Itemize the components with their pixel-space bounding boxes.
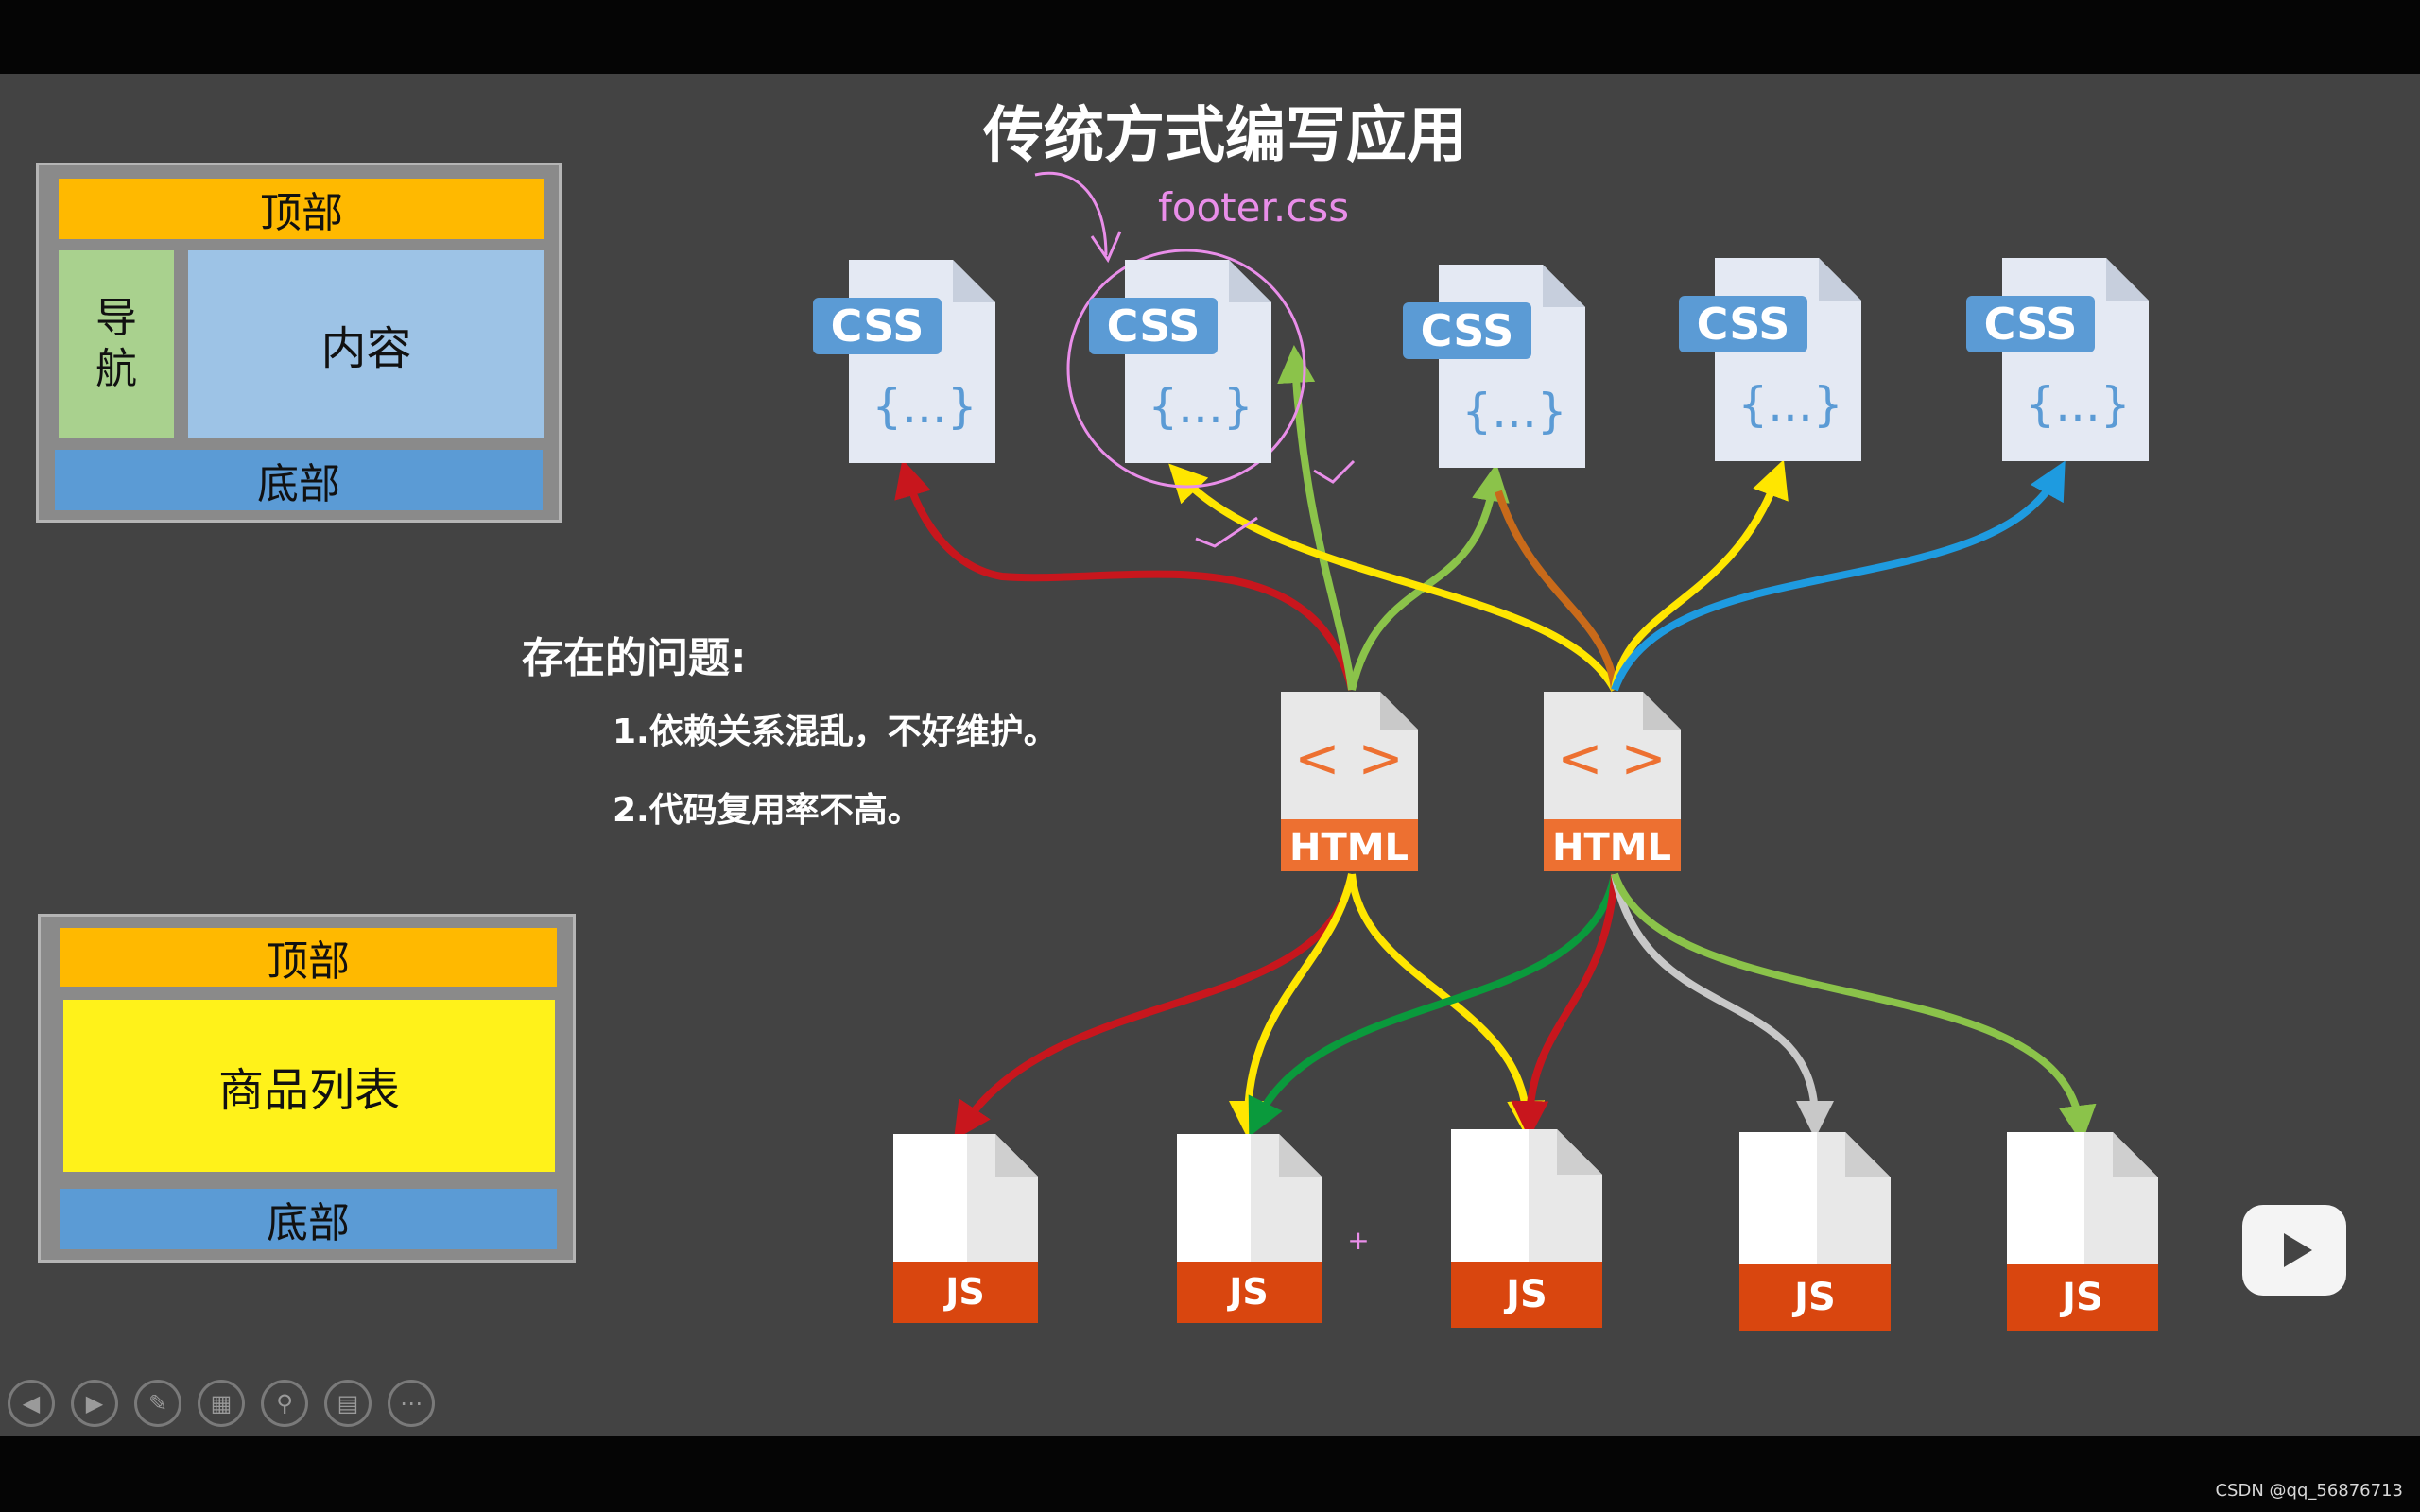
arrow-html1-js3 — [1348, 873, 1546, 1139]
pen-icon[interactable]: ✎ — [134, 1380, 182, 1427]
arrow-html1-js2 — [1229, 873, 1356, 1139]
annotation-tick-1 — [1313, 459, 1356, 484]
arrow-html1-css2 — [1277, 345, 1356, 691]
slides-icon[interactable]: ▦ — [198, 1380, 245, 1427]
css-file-icon-2: CSS {...} — [1089, 260, 1271, 463]
css-file-icon-1: CSS {...} — [813, 260, 995, 463]
arrow-html1-css1 — [894, 458, 1356, 691]
layout-header-block: 顶部 — [59, 179, 544, 239]
arrow-html2-js3 — [1511, 873, 1618, 1139]
video-play-icon[interactable] — [2242, 1194, 2346, 1296]
layout-footer-block: 底部 — [55, 450, 543, 510]
layout-nav-label: 导 航 — [95, 294, 137, 393]
layout-nav-block: 导 航 — [59, 250, 174, 438]
js-file-icon-1: JS — [893, 1134, 1038, 1323]
more-icon[interactable]: ⋯ — [388, 1380, 435, 1427]
annotation-hook — [1034, 171, 1108, 256]
zoom-icon[interactable]: ⚲ — [261, 1380, 308, 1427]
layout-header-label: 顶部 — [260, 189, 343, 237]
layout-footer-label: 底部 — [257, 460, 340, 508]
css-brace-glyph: {...} — [1461, 384, 1566, 438]
play-triangle-icon — [2265, 1194, 2324, 1267]
layout-footer-block: 底部 — [60, 1189, 557, 1249]
css-file-label: CSS — [1697, 299, 1790, 350]
product-list-label: 商品列表 — [217, 1064, 400, 1117]
js-file-label: JS — [1226, 1271, 1269, 1313]
layout-content-label: 内容 — [320, 322, 412, 375]
js-file-icon-2: JS — [1177, 1134, 1322, 1323]
css-file-label: CSS — [1421, 305, 1514, 356]
prev-icon[interactable]: ◀ — [8, 1380, 55, 1427]
arrow-html2-js5 — [1611, 872, 2097, 1143]
arrow-html2-css5 — [1611, 460, 2066, 692]
problems-heading: 存在的问题: — [522, 634, 747, 682]
arrow-html2-css4 — [1611, 459, 1789, 691]
subtitle-icon[interactable]: ▤ — [324, 1380, 372, 1427]
layout-footer-label: 底部 — [267, 1199, 350, 1247]
html-file-label: HTML — [1552, 826, 1671, 869]
next-icon[interactable]: ▶ — [71, 1380, 118, 1427]
css-brace-glyph: {...} — [2025, 377, 2130, 432]
js-file-label: JS — [1503, 1273, 1547, 1316]
annotation-circle — [1066, 249, 1306, 489]
css-brace-glyph: {...} — [872, 379, 977, 434]
footer-css-annotation: footer.css — [1158, 184, 1350, 231]
css-file-icon-4: CSS {...} — [1679, 258, 1861, 461]
arrow-html2-css3 — [1495, 490, 1618, 691]
css-brace-glyph: {...} — [1148, 379, 1253, 434]
js-file-label: JS — [942, 1271, 985, 1313]
js-file-label: JS — [2059, 1276, 2103, 1319]
css-file-label: CSS — [1107, 301, 1201, 352]
layout-diagram-top: 顶部 导 航 内容 底部 — [36, 163, 562, 523]
js-file-icon-4: JS — [1739, 1132, 1891, 1331]
layout-header-block: 顶部 — [60, 928, 557, 987]
layout-content-block: 内容 — [188, 250, 544, 438]
js-file-icon-3: JS — [1451, 1129, 1602, 1328]
annotation-arrowhead — [1090, 231, 1122, 264]
arrow-html2-js2 — [1248, 873, 1618, 1137]
problem-item-2: 2.代码复用率不高。 — [613, 791, 922, 830]
arrow-html2-js4 — [1611, 873, 1834, 1139]
plus-mark: + — [1347, 1225, 1369, 1256]
js-file-icon-5: JS — [2007, 1132, 2158, 1331]
html-file-icon-1: < > HTML — [1281, 692, 1418, 871]
layout-header-label: 顶部 — [267, 937, 350, 986]
bottom-black-bar — [0, 1436, 2420, 1512]
css-file-icon-3: CSS {...} — [1403, 265, 1585, 468]
arrow-html2-css2 — [1168, 463, 1618, 692]
annotation-tick-2 — [1195, 516, 1258, 548]
css-file-icon-5: CSS {...} — [1966, 258, 2149, 461]
slide-title: 传统方式编写应用 — [983, 101, 1467, 171]
code-brackets-icon: < > — [1294, 726, 1404, 790]
css-file-label: CSS — [831, 301, 925, 352]
html-file-label: HTML — [1289, 826, 1409, 869]
product-list-block: 商品列表 — [63, 1000, 555, 1172]
watermark: CSDN @qq_56876713 — [2215, 1481, 2403, 1501]
html-file-icon-2: < > HTML — [1544, 692, 1681, 871]
problem-item-1: 1.依赖关系混乱，不好维护。 — [613, 713, 1058, 751]
js-file-label: JS — [1791, 1276, 1836, 1319]
css-file-label: CSS — [1984, 299, 2078, 350]
css-brace-glyph: {...} — [1737, 377, 1842, 432]
layout-diagram-bottom: 顶部 商品列表 底部 — [38, 914, 576, 1263]
arrow-html1-js1 — [953, 873, 1356, 1141]
code-brackets-icon: < > — [1557, 726, 1667, 790]
top-black-bar — [0, 0, 2420, 74]
